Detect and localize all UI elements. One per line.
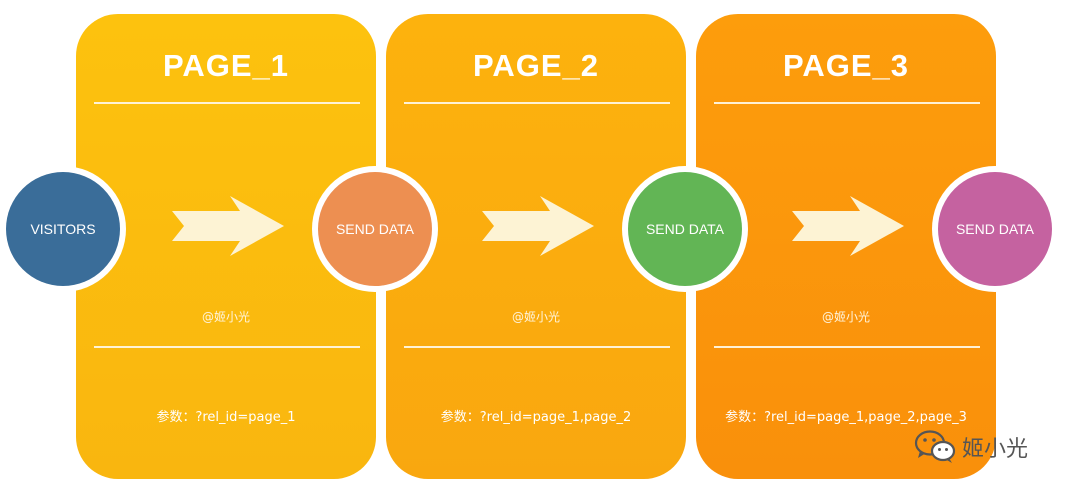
page-1-param: 参数：?rel_id=page_1 [156,410,296,425]
send-data-label-1: SEND DATA [318,172,432,286]
send-data-node-1: SEND DATA [312,166,438,292]
page-1-watermark: @姬小光 [201,310,250,324]
page-3-bottom-divider [714,346,980,348]
brand-watermark: 姬小光 [914,428,1028,466]
page-2-bottom-divider [404,346,670,348]
page-2-param: 参数：?rel_id=page_1,page_2 [440,410,632,425]
page-3-card: PAGE_3 @姬小光 参数：?rel_id=page_1,page_2,pag… [696,14,996,479]
page-2-top-divider [404,102,670,104]
flow-arrow-icon [172,196,284,256]
page-2-watermark: @姬小光 [511,310,560,324]
page-1-bottom-divider [94,346,360,348]
send-data-label-3: SEND DATA [938,172,1052,286]
wechat-icon [914,430,956,463]
visitors-label: VISITORS [6,172,120,286]
flow-arrow-icon [792,196,904,256]
brand-name: 姬小光 [962,437,1029,462]
page-3-param: 参数：?rel_id=page_1,page_2,page_3 [725,410,967,425]
flow-arrow-icon [482,196,594,256]
page-1-title: PAGE_1 [162,48,290,83]
page-1-top-divider [94,102,360,104]
page-2-title: PAGE_2 [472,48,600,83]
visitors-node: VISITORS [0,166,126,292]
send-data-node-3: SEND DATA [932,166,1058,292]
page-3-title: PAGE_3 [782,48,910,83]
page-3-watermark: @姬小光 [821,310,870,324]
send-data-node-2: SEND DATA [622,166,748,292]
page-3-top-divider [714,102,980,104]
send-data-label-2: SEND DATA [628,172,742,286]
